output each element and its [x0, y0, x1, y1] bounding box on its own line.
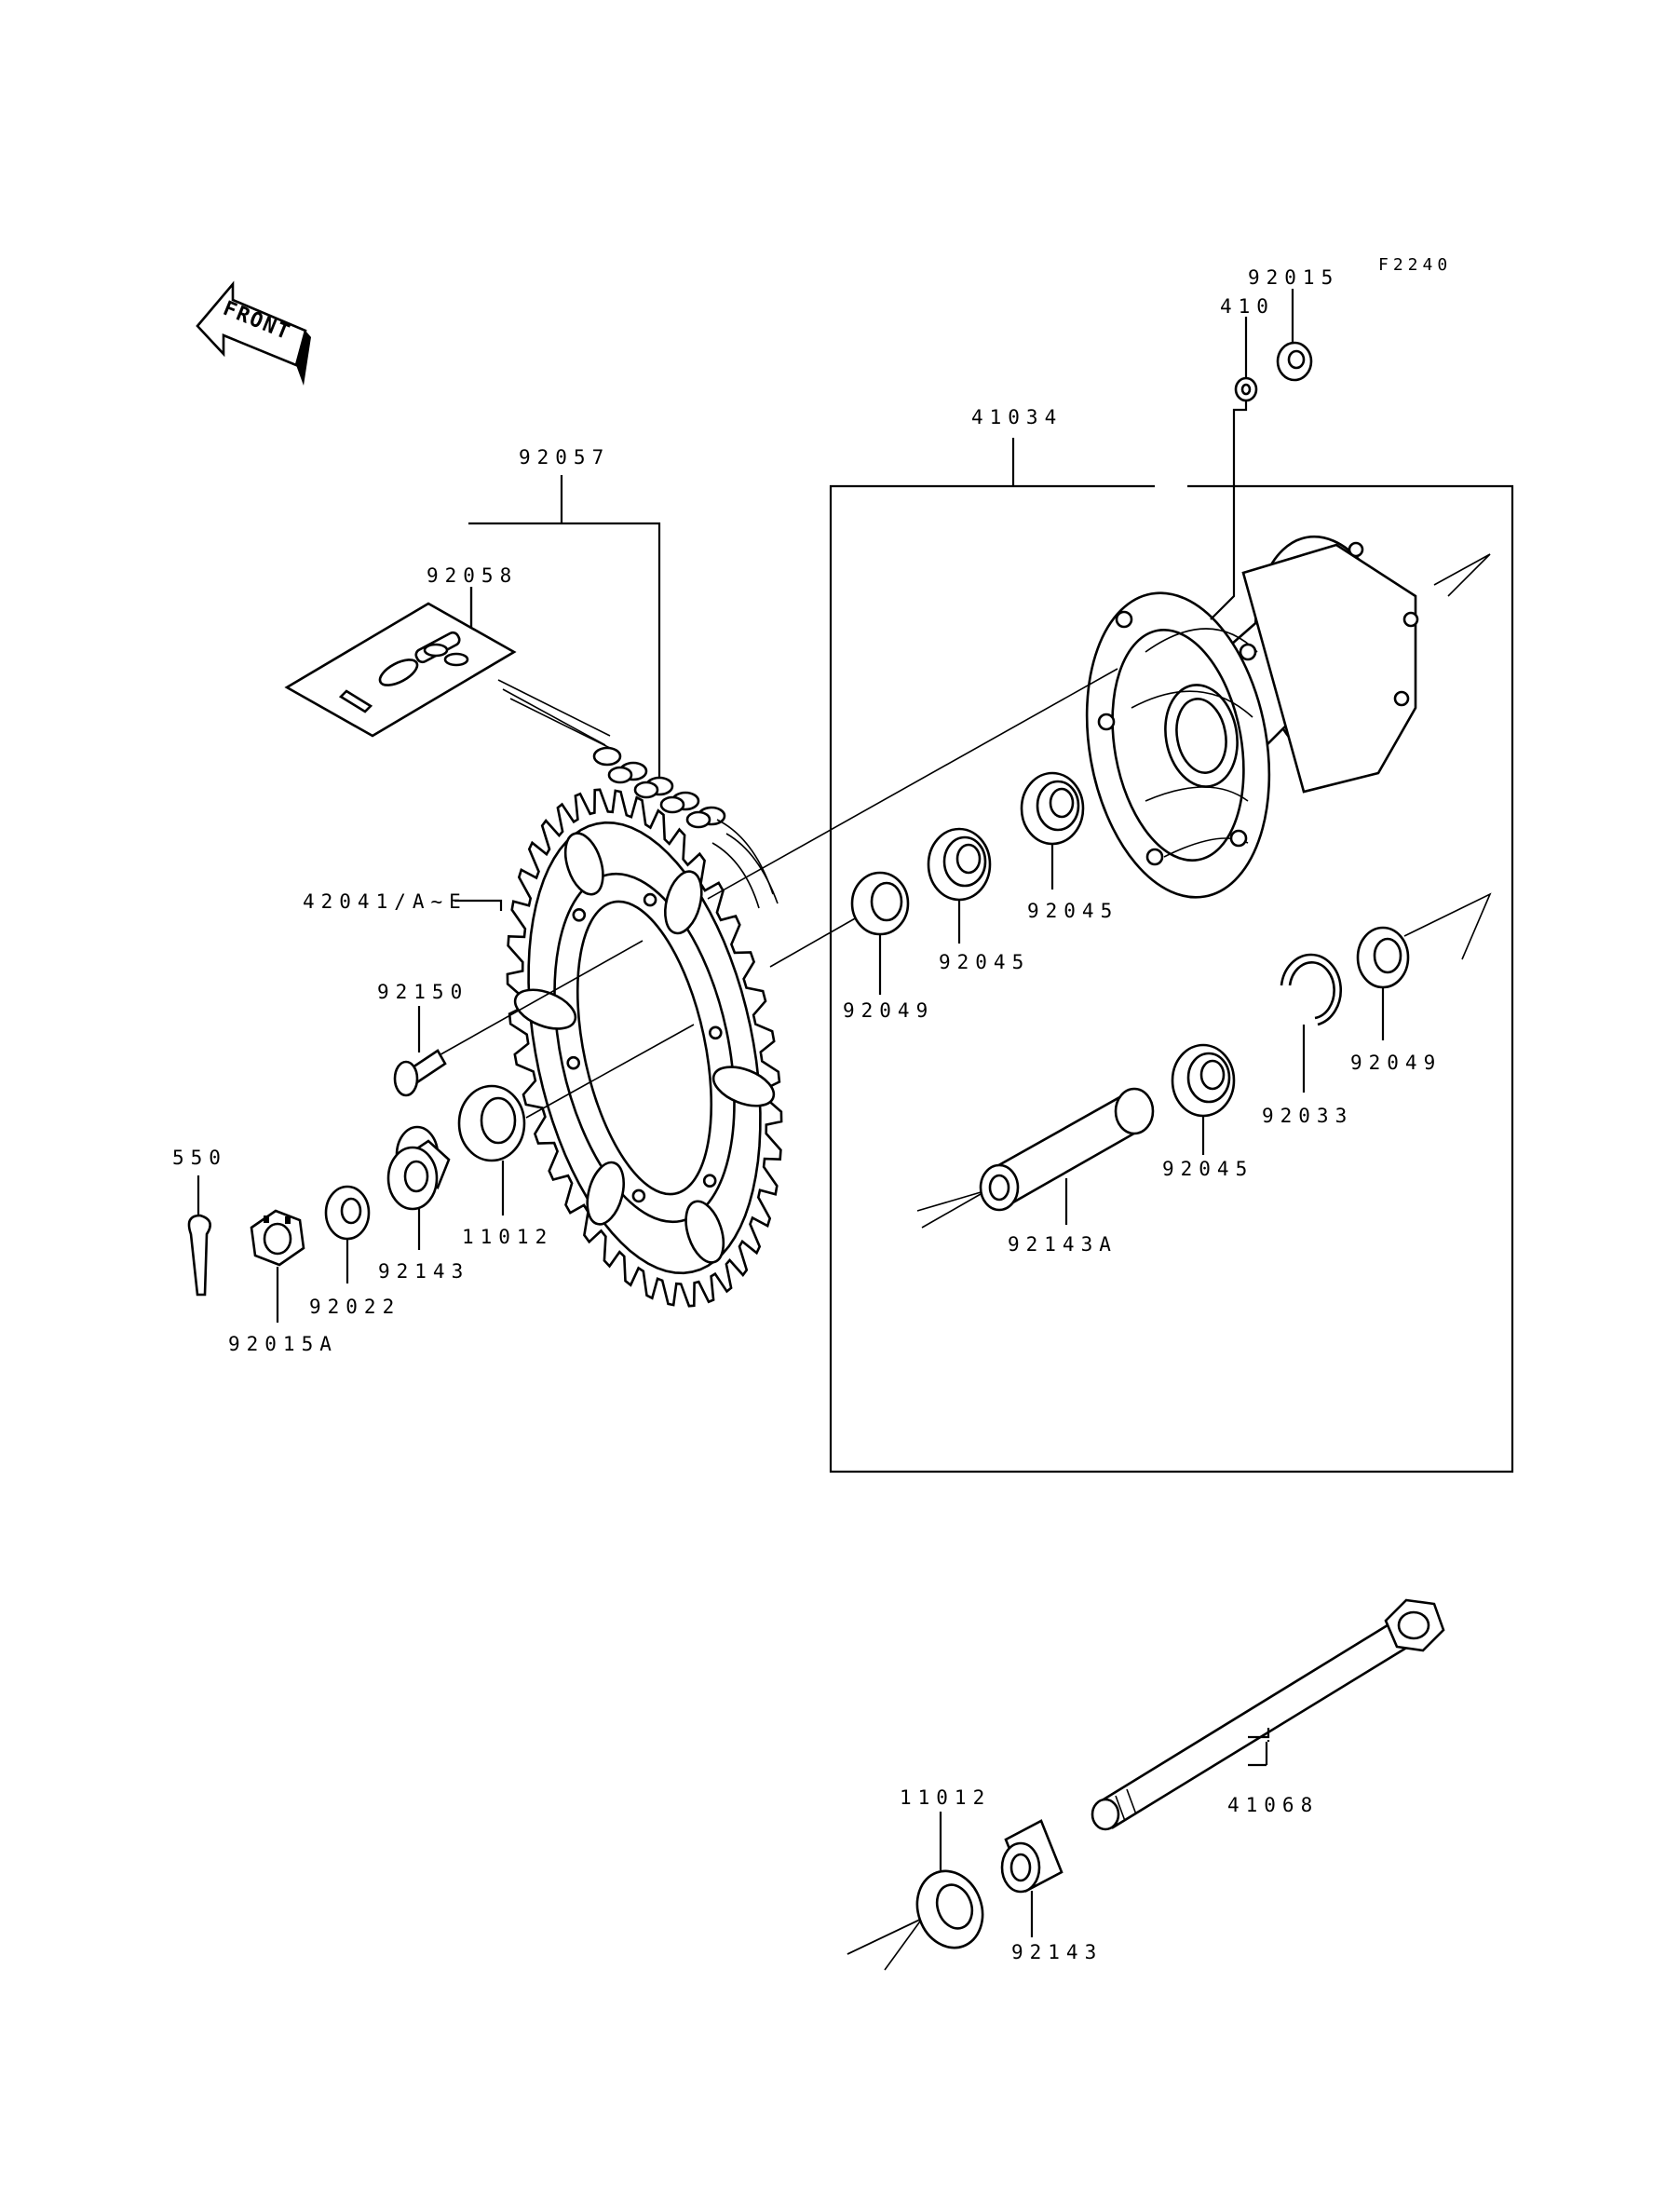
label-550: 550 [172, 1147, 227, 1169]
sprocket-bolt-hole [572, 907, 587, 922]
label-42041: 42041/A~E [303, 890, 467, 913]
label-11012-lower: 11012 [900, 1786, 991, 1809]
label-92057: 92057 [519, 446, 610, 469]
sprocket-lightening-hole [664, 870, 703, 935]
castle-nut-92015A [250, 1209, 305, 1267]
hub-assembly-frame [829, 438, 1514, 1473]
label-92049-left: 92049 [843, 999, 934, 1022]
axle-41068 [1091, 1598, 1445, 1831]
label-11012-left: 11012 [462, 1226, 553, 1248]
label-92058: 92058 [427, 564, 518, 587]
link-pins-icon [414, 631, 469, 667]
label-92045-mid: 92045 [1027, 900, 1118, 922]
bolt-92150 [393, 1049, 447, 1097]
label-41034: 41034 [971, 406, 1063, 428]
washer-410 [1234, 376, 1258, 402]
label-92049-right: 92049 [1350, 1052, 1442, 1074]
label-92015A: 92015A [228, 1333, 338, 1355]
part-labels: 92015 410 41034 92057 92058 42041/A~E 92… [172, 266, 1442, 1963]
seal-11012-lower [915, 1869, 984, 1949]
label-41068: 41068 [1227, 1794, 1319, 1816]
cotter-clip-icon [338, 689, 373, 713]
bearing-92045-mid [1020, 771, 1085, 846]
axis-lines [435, 553, 1492, 1971]
seal-92049-right [1356, 926, 1410, 989]
label-92150: 92150 [377, 981, 468, 1003]
label-92045-right: 92045 [1162, 1158, 1253, 1180]
label-410: 410 [1220, 295, 1275, 318]
sprocket-lightening-hole [513, 988, 577, 1030]
sprocket-bolt-hole [702, 1174, 717, 1188]
leader-lines [196, 289, 1385, 1937]
collar-92143-left [386, 1125, 451, 1211]
circlip-92033 [1280, 953, 1343, 1026]
cotter-pin-550 [187, 1214, 211, 1297]
collar-92143-lower [1000, 1819, 1064, 1894]
label-92033: 92033 [1262, 1105, 1353, 1127]
sprocket-lightening-hole [711, 1066, 776, 1107]
label-92045-left: 92045 [939, 951, 1030, 973]
link-plate-icon [378, 659, 419, 686]
front-arrow-icon: FRONT [196, 280, 311, 386]
figure-code: F2240 [1378, 255, 1452, 275]
sprocket-lightening-hole [684, 1200, 725, 1264]
label-92143-lower: 92143 [1011, 1941, 1103, 1963]
label-92015-top: 92015 [1248, 266, 1339, 289]
seal-92049-left [850, 871, 910, 936]
drive-chain [497, 679, 779, 909]
sprocket-bolt-hole [631, 1188, 646, 1203]
sprocket-bolt-hole [566, 1055, 581, 1070]
sprocket-lightening-hole [563, 832, 604, 896]
label-92143A: 92143A [1008, 1233, 1118, 1256]
sprocket-bolt-hole [643, 892, 657, 907]
spacer-tube-92143A [979, 1087, 1155, 1212]
master-link-kit [284, 602, 517, 738]
sprocket-bolt-hole [708, 1025, 723, 1040]
washer-92022 [324, 1185, 371, 1241]
sprocket-rim [527, 821, 762, 1275]
sprocket-lightening-hole [586, 1161, 625, 1226]
nut-92015-top [1276, 341, 1313, 382]
bearing-92045-left [927, 827, 992, 902]
rear-sprocket [506, 788, 783, 1308]
label-92143-left: 92143 [378, 1260, 469, 1283]
bearing-92045-right [1171, 1043, 1236, 1118]
label-92022: 92022 [309, 1296, 400, 1318]
rear-hub [1085, 535, 1419, 899]
chain-bracket [468, 475, 661, 782]
seal-11012-left [457, 1084, 526, 1162]
